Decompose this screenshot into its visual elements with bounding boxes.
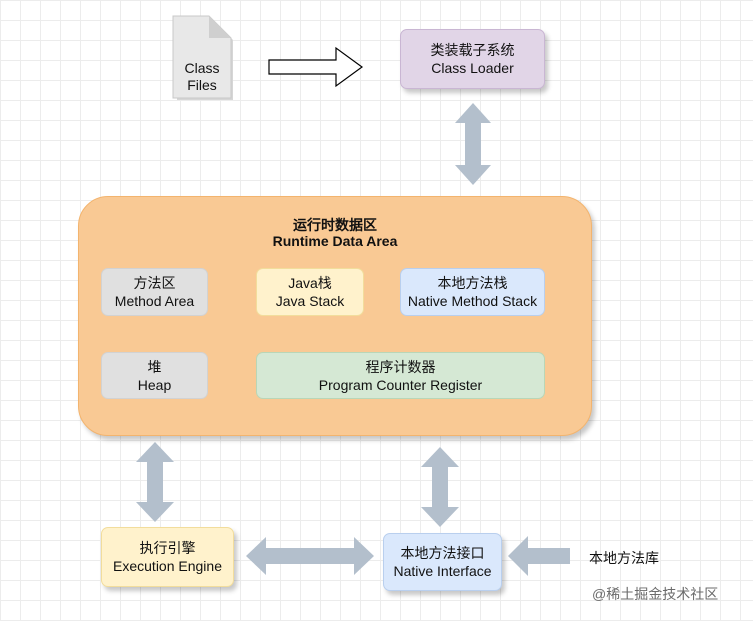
native-interface-cn: 本地方法接口 [400,545,485,561]
java-stack-box: Java栈 Java Stack [256,268,364,316]
engine-native-interface-arrow [246,537,374,575]
execution-engine-en: Execution Engine [113,558,222,574]
execution-engine-cn: 执行引擎 [139,540,196,556]
watermark: @稀土掘金技术社区 [592,586,719,602]
program-counter-cn: 程序计数器 [365,358,436,375]
runtime-title-cn: 运行时数据区 [293,217,377,233]
java-stack-en: Java Stack [275,293,345,309]
native-method-stack-en: Native Method Stack [407,293,538,309]
method-area-box: 方法区 Method Area [101,268,208,316]
heap-box: 堆 Heap [101,352,208,399]
runtime-title-en: Runtime Data Area [272,233,398,249]
class-loader-en: Class Loader [431,60,514,76]
native-method-stack-box: 本地方法栈 Native Method Stack [400,268,545,316]
runtime-engine-arrow [136,442,174,522]
method-area-en: Method Area [114,293,195,309]
program-counter-en: Program Counter Register [318,376,483,393]
java-stack-cn: Java栈 [288,275,332,291]
method-area-cn: 方法区 [133,275,176,291]
class-loader-box: 类装载子系统 Class Loader [400,29,545,89]
execution-engine-box: 执行引擎 Execution Engine [101,527,234,587]
class-loader-cn: 类装载子系统 [430,42,515,58]
native-interface-box: 本地方法接口 Native Interface [383,533,502,591]
class-files-document: Class Files [171,14,236,102]
heap-cn: 堆 [147,358,162,375]
class-files-to-loader-arrow [268,46,364,88]
runtime-data-area: 运行时数据区 Runtime Data Area [78,196,592,436]
native-interface-en: Native Interface [393,563,492,579]
runtime-native-interface-arrow [421,447,459,527]
program-counter-register-box: 程序计数器 Program Counter Register [256,352,545,399]
native-method-stack-cn: 本地方法栈 [437,275,508,291]
class-files-label-line1: Class [184,60,220,76]
heap-en: Heap [137,376,172,393]
loader-runtime-arrow [455,103,491,185]
native-library-arrow [508,536,570,576]
document-icon [172,15,233,100]
native-library-label: 本地方法库 [589,550,659,566]
class-files-label-line2: Files [187,77,217,93]
